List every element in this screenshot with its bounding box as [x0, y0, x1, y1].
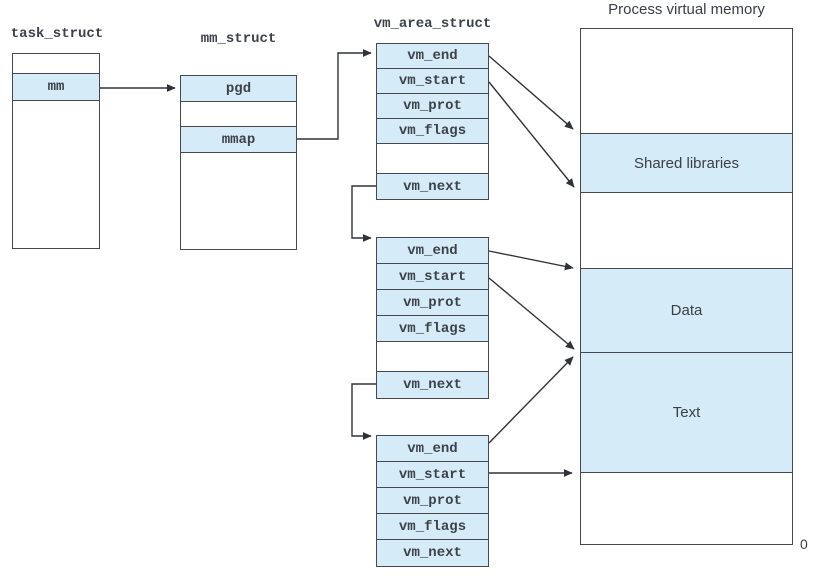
- arrow-vma2-vmstart-to-data-bottom: [488, 277, 575, 350]
- memory-origin-label: 0: [800, 536, 808, 552]
- vma1-field-vm-flags: vm_flags: [377, 119, 488, 144]
- vm-area-struct-block-2: vm_end vm_start vm_prot vm_flags vm_next: [376, 237, 489, 399]
- memory-region-empty-top: [581, 29, 792, 134]
- mm-struct-field-pgd: pgd: [181, 76, 296, 102]
- mm-struct-title: mm_struct: [200, 31, 277, 47]
- task-struct-box: mm: [12, 53, 100, 249]
- vma2-field-vm-prot: vm_prot: [377, 290, 488, 316]
- vma3-field-vm-next: vm_next: [377, 540, 488, 566]
- vm-area-struct-block-1: vm_end vm_start vm_prot vm_flags vm_next: [376, 43, 489, 200]
- memory-region-text: Text: [581, 353, 792, 473]
- mm-struct-body: [181, 153, 296, 249]
- arrow-vma1-vmstart-to-shared-bottom: [488, 81, 575, 188]
- memory-region-shared-libraries: Shared libraries: [581, 134, 792, 193]
- task-struct-empty-row: [13, 54, 99, 74]
- arrow-vma2-next-to-vma3: [351, 383, 376, 440]
- memory-region-empty-bottom: [581, 473, 792, 544]
- memory-region-empty-middle: [581, 193, 792, 269]
- memory-region-data: Data: [581, 269, 792, 353]
- arrow-vma1-next-to-vma2: [351, 185, 376, 242]
- vma1-field-vm-end: vm_end: [377, 44, 488, 69]
- process-virtual-memory-box: Shared libraries Data Text: [580, 28, 793, 545]
- vma2-field-vm-next: vm_next: [377, 372, 488, 398]
- vma2-field-vm-start: vm_start: [377, 264, 488, 290]
- process-virtual-memory-title: Process virtual memory: [608, 1, 765, 18]
- task-struct-body: [13, 101, 99, 248]
- vma1-field-vm-next: vm_next: [377, 174, 488, 199]
- vm-area-struct-title: vm_area_struct: [373, 16, 492, 32]
- mm-struct-box: pgd mmap: [180, 75, 297, 250]
- arrow-mmap-to-vma1: [297, 49, 372, 140]
- vma2-field-vm-end: vm_end: [377, 238, 488, 264]
- arrow-vma1-vmend-to-shared-top: [488, 55, 574, 130]
- vma2-field-vm-flags: vm_flags: [377, 316, 488, 342]
- mm-struct-empty-row: [181, 102, 296, 127]
- mm-struct-field-mmap: mmap: [181, 127, 296, 153]
- arrow-vma2-vmend-to-data-top: [488, 250, 574, 271]
- vma1-field-vm-prot: vm_prot: [377, 94, 488, 119]
- vma1-empty-row: [377, 144, 488, 174]
- vma3-field-vm-prot: vm_prot: [377, 488, 488, 514]
- arrow-vma3-vmend-to-text-top: [488, 356, 574, 444]
- vma3-field-vm-end: vm_end: [377, 436, 488, 462]
- vma2-empty-row: [377, 342, 488, 372]
- task-struct-field-mm: mm: [13, 74, 99, 101]
- vma3-field-vm-start: vm_start: [377, 462, 488, 488]
- vm-area-struct-block-3: vm_end vm_start vm_prot vm_flags vm_next: [376, 435, 489, 567]
- vma3-field-vm-flags: vm_flags: [377, 514, 488, 540]
- task-struct-title: task_struct: [10, 26, 104, 42]
- vma1-field-vm-start: vm_start: [377, 69, 488, 94]
